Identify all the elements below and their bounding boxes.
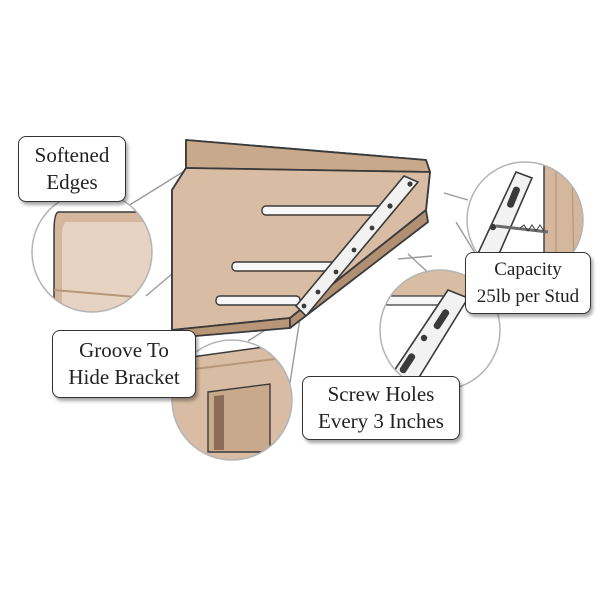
softened-edges-callout: Softened Edges <box>18 136 126 202</box>
capacity-line2: 25lb per Stud <box>476 286 580 307</box>
screw-holes-line1: Screw Holes <box>327 382 435 406</box>
screw-holes-line2: Every 3 Inches <box>318 409 444 433</box>
capacity-line1: Capacity <box>494 259 562 280</box>
groove-detail-magnifier-icon <box>171 339 293 461</box>
groove-callout: Groove To Hide Bracket <box>52 330 196 398</box>
groove-line1: Groove To <box>79 338 169 362</box>
bracket-rail <box>294 175 420 318</box>
bracket-slots <box>215 205 391 306</box>
groove-line2: Hide Bracket <box>68 365 180 389</box>
softened-edges-line1: Softened <box>34 143 110 167</box>
edge-detail-magnifier-icon <box>31 191 153 313</box>
softened-edges-line2: Edges <box>46 170 98 194</box>
capacity-callout: Capacity 25lb per Stud <box>465 252 591 314</box>
screw-holes-callout: Screw Holes Every 3 Inches <box>302 376 460 440</box>
